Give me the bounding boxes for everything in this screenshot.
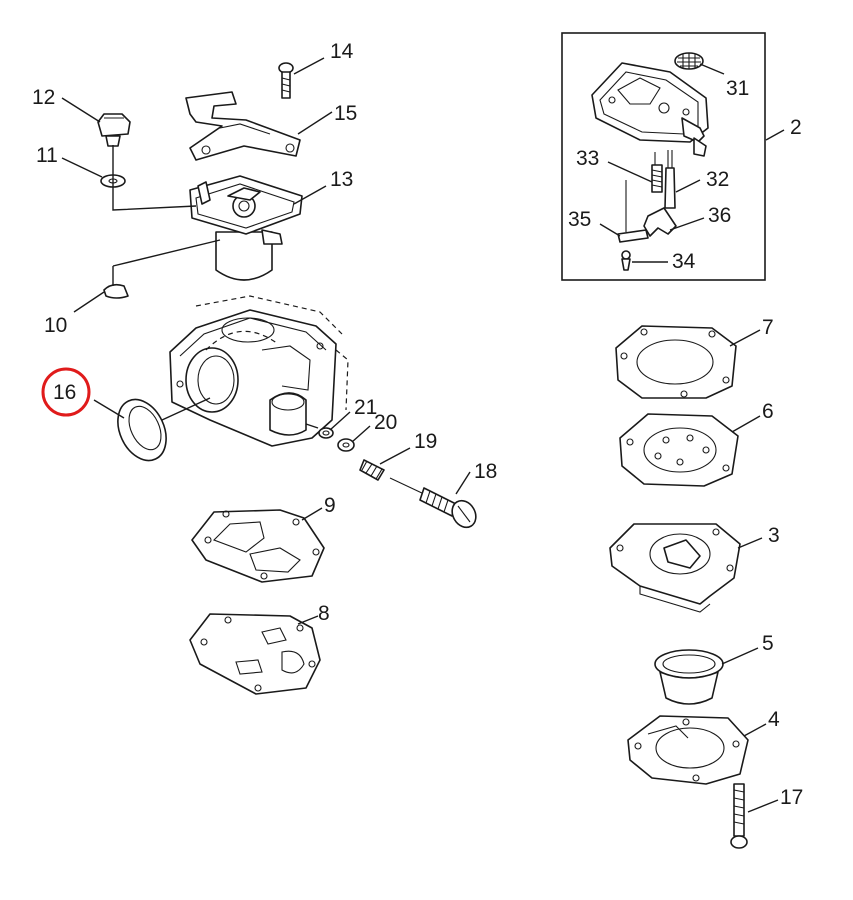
carburetor-body [169, 295, 349, 447]
label-4: 4 [768, 708, 780, 731]
highlight-circle [41, 367, 91, 417]
label-19: 19 [414, 430, 437, 453]
label-17: 17 [780, 786, 803, 809]
label-32: 32 [706, 168, 729, 191]
leader-lines [61, 57, 785, 813]
part-33-spring[interactable] [651, 152, 663, 193]
part-14-screw[interactable] [278, 62, 294, 99]
part-36-lever[interactable] [643, 207, 677, 237]
part-6-diaphragm[interactable] [619, 413, 739, 487]
label-18: 18 [474, 460, 497, 483]
label-31: 31 [726, 77, 749, 100]
part-18-mixture-needle[interactable] [389, 477, 481, 532]
label-2: 2 [790, 116, 802, 139]
part-16-sealing-ring[interactable] [109, 392, 176, 469]
label-15: 15 [334, 102, 357, 125]
part-32-needle[interactable] [664, 150, 676, 209]
part-17-screw[interactable] [730, 783, 748, 849]
part-12-adjust-screw[interactable] [97, 113, 131, 147]
inset-frame [561, 32, 766, 281]
part-3-metering-plate[interactable] [609, 523, 741, 613]
part-20-washer[interactable] [337, 438, 355, 452]
label-33: 33 [576, 147, 599, 170]
label-34: 34 [672, 250, 696, 273]
part-2-pump-cover[interactable] [591, 62, 709, 157]
label-9: 9 [324, 494, 336, 517]
label-16: 16 [53, 381, 76, 404]
part-7-gasket[interactable] [615, 325, 737, 399]
label-14: 14 [330, 40, 354, 63]
label-21: 21 [354, 396, 377, 419]
label-36: 36 [708, 204, 731, 227]
part-9-gasket[interactable] [191, 509, 325, 583]
part-10-clip[interactable] [103, 283, 129, 299]
label-7: 7 [762, 316, 774, 339]
label-35: 35 [568, 208, 591, 231]
label-12: 12 [32, 86, 55, 109]
part-34-screw[interactable] [621, 250, 631, 271]
label-3: 3 [768, 524, 780, 547]
part-21-o-ring[interactable] [318, 427, 334, 439]
label-13: 13 [330, 168, 353, 191]
label-8: 8 [318, 602, 330, 625]
part-4-base-plate[interactable] [627, 715, 749, 785]
label-5: 5 [762, 632, 774, 655]
label-11: 11 [36, 144, 58, 167]
part-35-pin[interactable] [617, 180, 649, 243]
part-15-bracket[interactable] [185, 91, 301, 161]
label-10: 10 [44, 314, 67, 337]
part-labels: 14 15 12 11 13 10 16 21 20 19 18 9 8 31 … [32, 40, 803, 809]
part-31-screen[interactable] [674, 52, 704, 70]
part-5-primer-cup[interactable] [654, 649, 724, 705]
part-13-throttle-assembly[interactable] [189, 175, 303, 281]
part-8-gasket[interactable] [189, 613, 321, 695]
label-6: 6 [762, 400, 774, 423]
label-20: 20 [374, 411, 397, 434]
part-19-spring[interactable] [359, 459, 385, 481]
